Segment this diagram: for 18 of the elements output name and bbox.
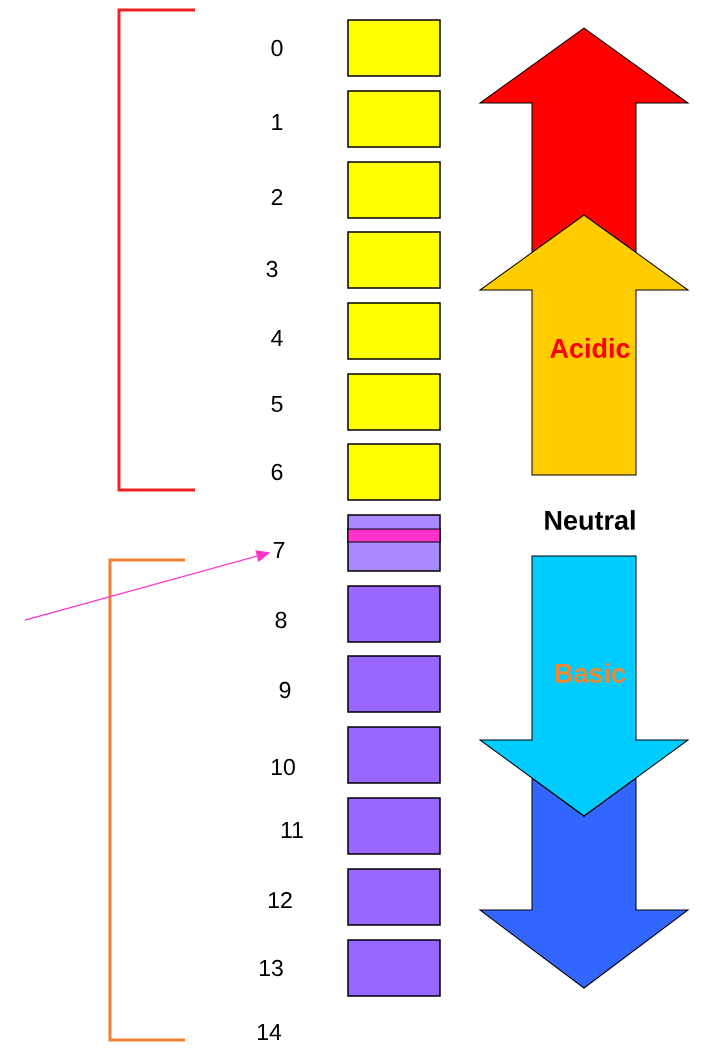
ph-number: 13 [259, 959, 283, 977]
ph-number: 6 [271, 463, 283, 481]
block-arrow [479, 27, 689, 253]
ph-number: 5 [271, 396, 283, 412]
block-arrow [479, 777, 689, 989]
ph-number: 1 [272, 114, 283, 130]
ph-number: 4 [271, 330, 283, 346]
ph-number: 14 [257, 1024, 282, 1040]
neutral-label: Neutral [545, 510, 635, 530]
ph-number: 9 [279, 681, 291, 699]
ph-number: 2 [271, 188, 283, 206]
ph-number: 12 [268, 892, 292, 909]
ph-number: 0 [271, 39, 283, 57]
ph-number: 8 [275, 611, 287, 629]
ph-number: 11 [281, 822, 303, 838]
ph-number: 3 [266, 260, 278, 278]
ph-number: 10 [271, 758, 295, 776]
ph-number: 7 [273, 542, 285, 558]
